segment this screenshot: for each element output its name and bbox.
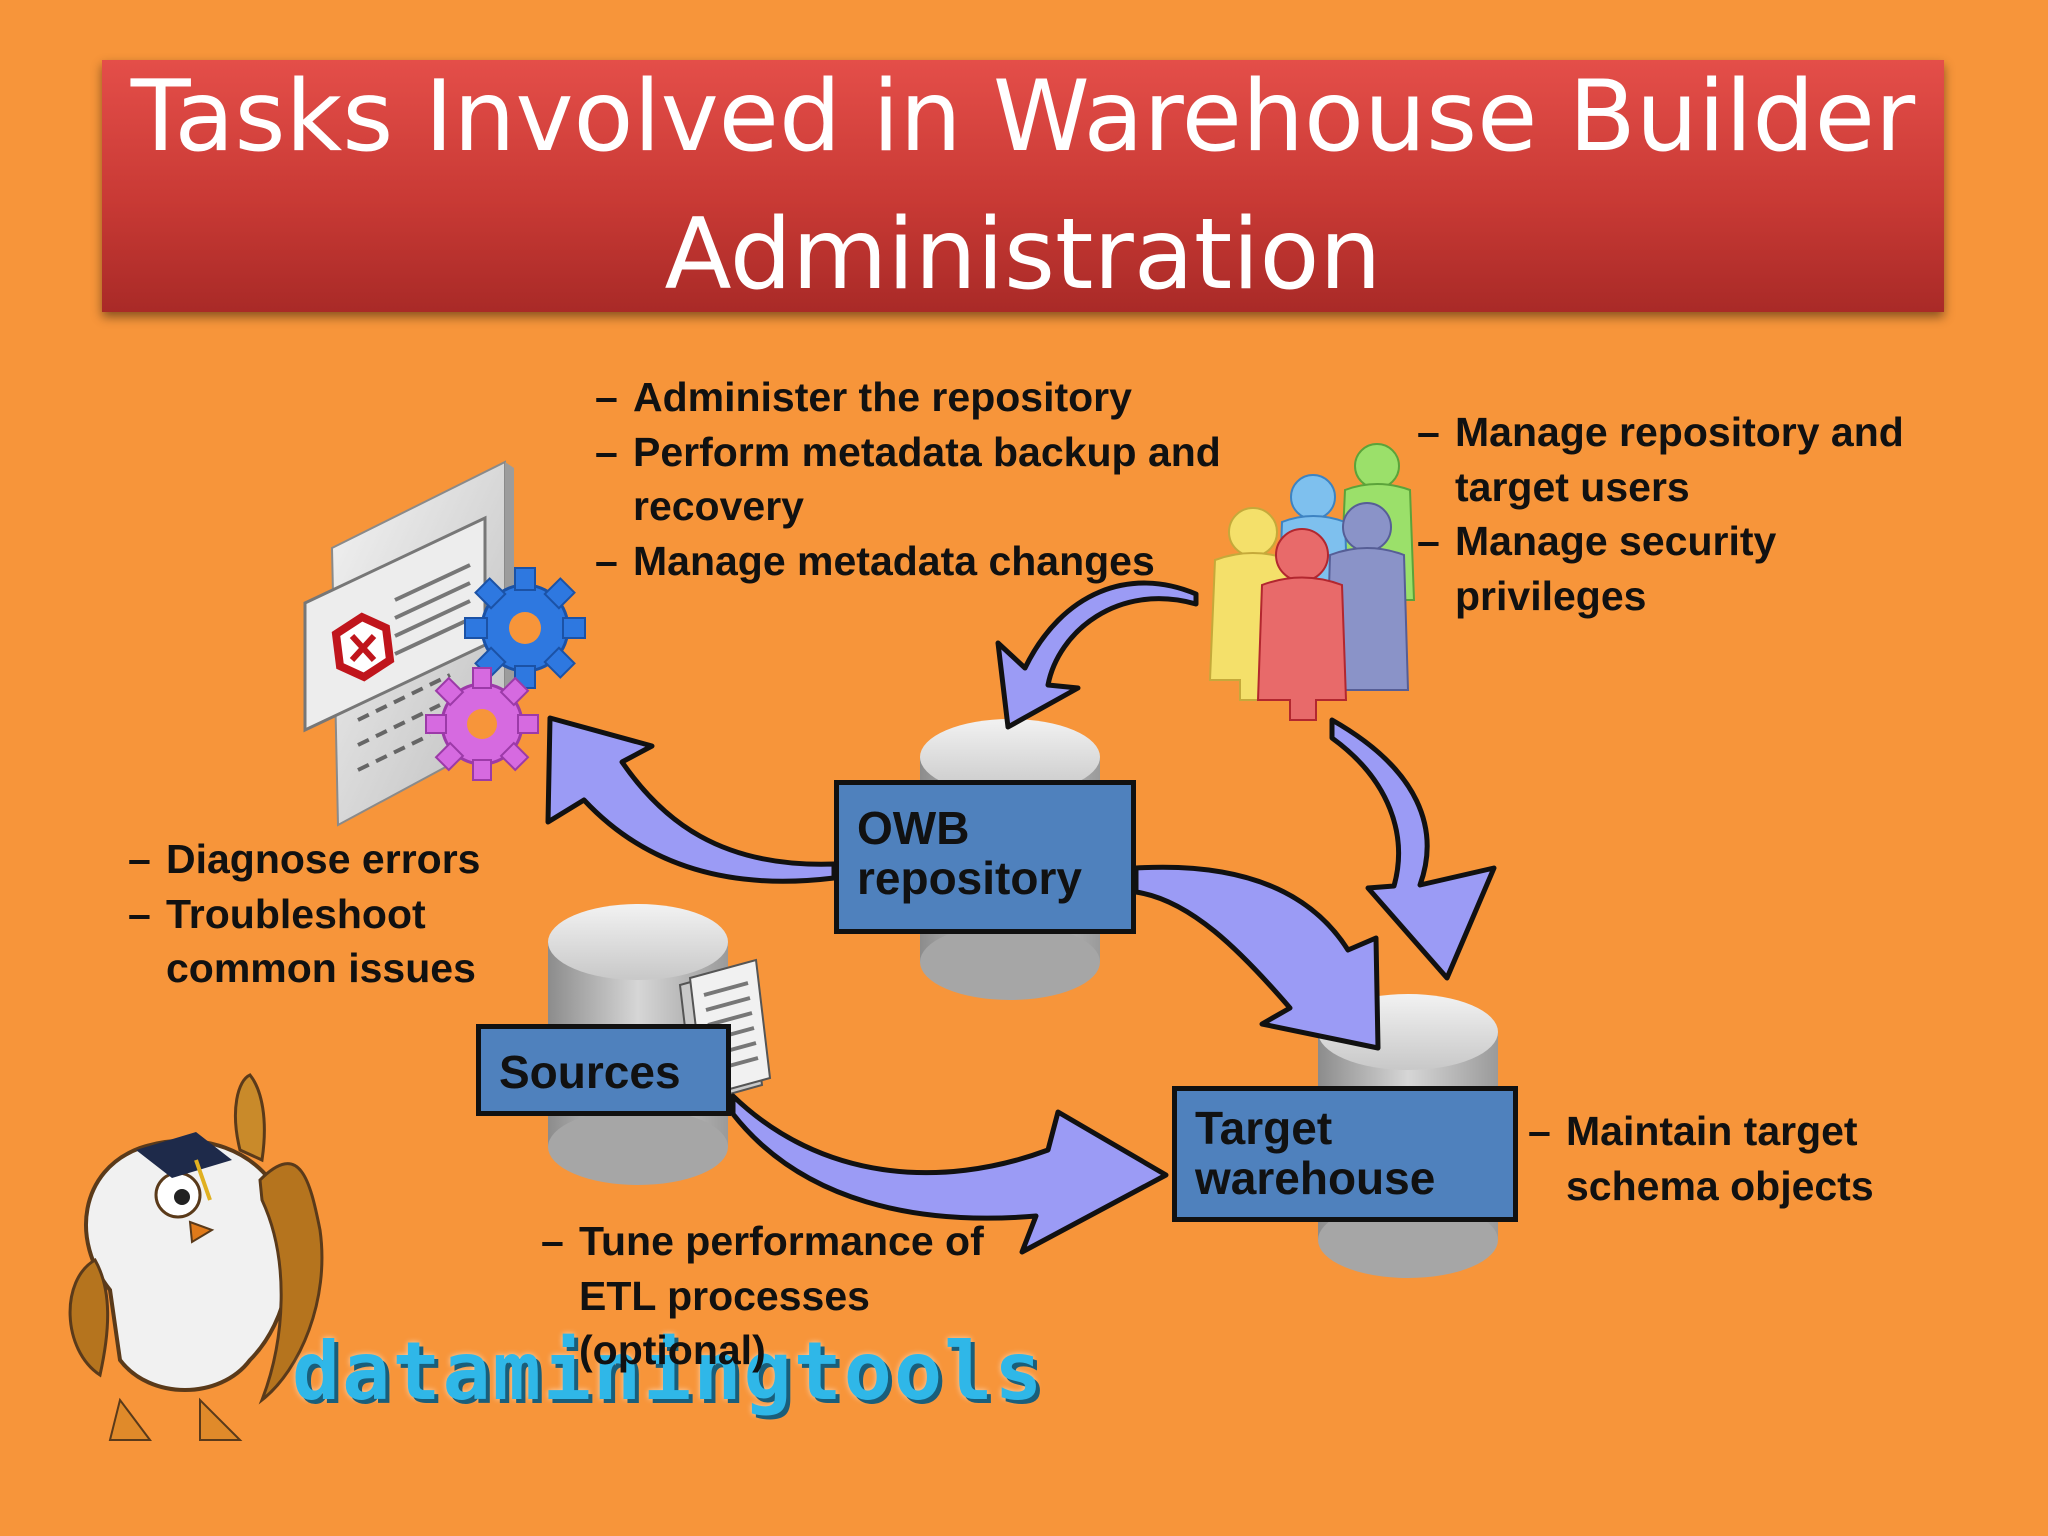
arrow-repository-to-target — [1133, 864, 1381, 1051]
sources-box: Sources — [476, 1024, 731, 1116]
arrow-repository-to-admin — [545, 715, 837, 884]
user-tasks-note: Manage repository and target users Manag… — [1417, 405, 1937, 623]
list-item: Manage repository and target users — [1417, 405, 1937, 514]
repository-tasks-note: Administer the repository Perform metada… — [595, 370, 1235, 588]
arrow-sources-to-target — [730, 1093, 1169, 1255]
diagnose-tasks-note: Diagnose errors Troubleshoot common issu… — [128, 832, 558, 996]
owl-mascot-icon — [68, 1073, 324, 1441]
flow-arrows — [545, 580, 1497, 1255]
list-item: Diagnose errors — [128, 832, 558, 887]
list-item: Maintain target schema objects — [1528, 1104, 1998, 1213]
arrow-users-to-repository — [995, 580, 1199, 730]
etl-tasks-note: Tune performance of ETL processes (optio… — [541, 1214, 1021, 1378]
list-item: Troubleshoot common issues — [128, 887, 558, 996]
arrow-users-to-target — [1329, 717, 1497, 981]
list-item: Administer the repository — [595, 370, 1235, 425]
users-group-icon — [1208, 443, 1416, 721]
list-item: Perform metadata backup and recovery — [595, 425, 1235, 534]
target-tasks-note: Maintain target schema objects — [1528, 1104, 1998, 1213]
list-item: Manage security privileges — [1417, 514, 1937, 623]
target-warehouse-box: Target warehouse — [1172, 1086, 1518, 1222]
list-item: Tune performance of ETL processes (optio… — [541, 1214, 1021, 1378]
list-item: Manage metadata changes — [595, 534, 1235, 589]
owb-repository-box: OWB repository — [834, 780, 1136, 934]
gear-icon — [425, 667, 539, 781]
